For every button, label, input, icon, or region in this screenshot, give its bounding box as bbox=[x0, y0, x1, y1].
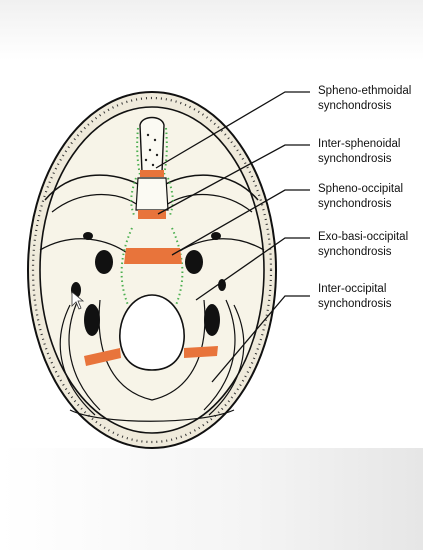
label-exo-basi-occipital: Exo-basi-occipital synchondrosis bbox=[318, 231, 409, 258]
posterior-curve-right-1 bbox=[203, 299, 236, 411]
foramen-right-1 bbox=[211, 232, 221, 240]
leader-line-spheno-occipital bbox=[171, 189, 310, 256]
posterior-curve-right-2 bbox=[208, 304, 245, 416]
label-spheno-occipital: Spheno-occipital synchondrosis bbox=[318, 183, 404, 210]
lesser-wing-right bbox=[163, 174, 259, 201]
ethmoid-region bbox=[139, 116, 165, 173]
leader-line-inter-occipital bbox=[211, 295, 310, 383]
foramen-magnum bbox=[119, 294, 185, 371]
foramen-right-2 bbox=[185, 250, 203, 274]
sphenoid-body bbox=[135, 177, 169, 211]
ethmoid-dots bbox=[144, 133, 159, 167]
basi-occiput-suture-dots bbox=[120, 227, 184, 306]
foramen-right-3 bbox=[218, 279, 226, 291]
background-band bbox=[0, 448, 423, 550]
occipital-base-line bbox=[69, 409, 235, 422]
posterior-curve-left-2 bbox=[59, 304, 96, 416]
foramen-left-1 bbox=[83, 232, 93, 240]
spheno-occipital-synchondrosis bbox=[124, 248, 182, 264]
background-fade bbox=[0, 0, 423, 60]
spheno-ethmoidal-synchondrosis bbox=[140, 170, 164, 177]
foramen-left-2 bbox=[95, 250, 113, 274]
exo-basi-occipital-synchondrosis-right bbox=[184, 346, 218, 358]
leader-line-inter-sphenoidal bbox=[157, 144, 310, 215]
label-spheno-ethmoidal: Spheno-ethmoidal synchondrosis bbox=[318, 85, 412, 112]
leader-line-exo-basi-occipital bbox=[195, 237, 310, 301]
petrous-ridge-left bbox=[39, 238, 131, 256]
posterior-curve-left-1 bbox=[68, 299, 101, 411]
occipital-outline bbox=[98, 299, 206, 401]
inter-sphenoidal-synchondrosis bbox=[138, 210, 166, 219]
ethmoid-suture-dots bbox=[136, 127, 168, 176]
foramen-right-4 bbox=[204, 304, 220, 336]
mouse-cursor-icon bbox=[71, 291, 85, 310]
foramen-left-4 bbox=[84, 304, 100, 336]
lesser-wing-left bbox=[44, 174, 141, 201]
leader-line-spheno-ethmoidal bbox=[155, 91, 310, 169]
label-inter-sphenoidal: Inter-sphenoidal synchondrosis bbox=[318, 138, 401, 165]
exo-basi-occipital-synchondrosis-left bbox=[84, 348, 121, 366]
label-inter-occipital: Inter-occipital synchondrosis bbox=[318, 283, 392, 310]
skull-diploe-dots bbox=[31, 96, 273, 444]
